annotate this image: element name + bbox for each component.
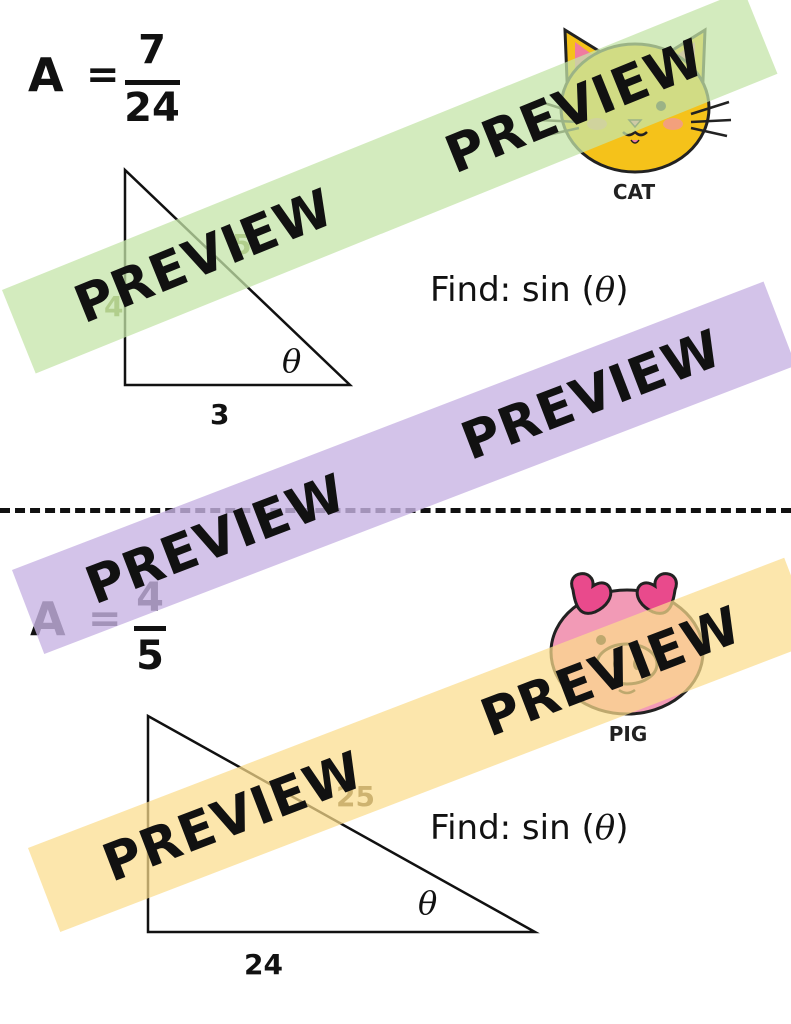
side-label-base: 24 <box>244 948 283 981</box>
fraction-numerator: 7 <box>138 27 166 73</box>
find-prompt: Find: sin (θ) <box>430 808 628 848</box>
fraction-bar <box>125 80 180 85</box>
answer-letter: A <box>28 48 64 102</box>
fraction-bar <box>134 626 166 631</box>
find-suffix: ) <box>615 808 629 848</box>
find-theta: θ <box>594 270 616 310</box>
angle-theta-label: θ <box>418 884 438 922</box>
find-prefix: Find: sin ( <box>430 808 595 848</box>
fraction-denominator: 5 <box>136 633 164 679</box>
equals-sign: = <box>86 52 120 98</box>
find-prefix: Find: sin ( <box>430 270 595 310</box>
find-prompt: Find: sin (θ) <box>430 270 628 310</box>
animal-label-pig: PIG <box>608 722 648 746</box>
find-suffix: ) <box>615 270 629 310</box>
animal-label-cat: CAT <box>612 180 656 204</box>
fraction-denominator: 24 <box>124 85 180 131</box>
find-theta: θ <box>594 808 616 848</box>
side-label-base: 3 <box>210 398 230 431</box>
angle-theta-label: θ <box>282 342 302 380</box>
